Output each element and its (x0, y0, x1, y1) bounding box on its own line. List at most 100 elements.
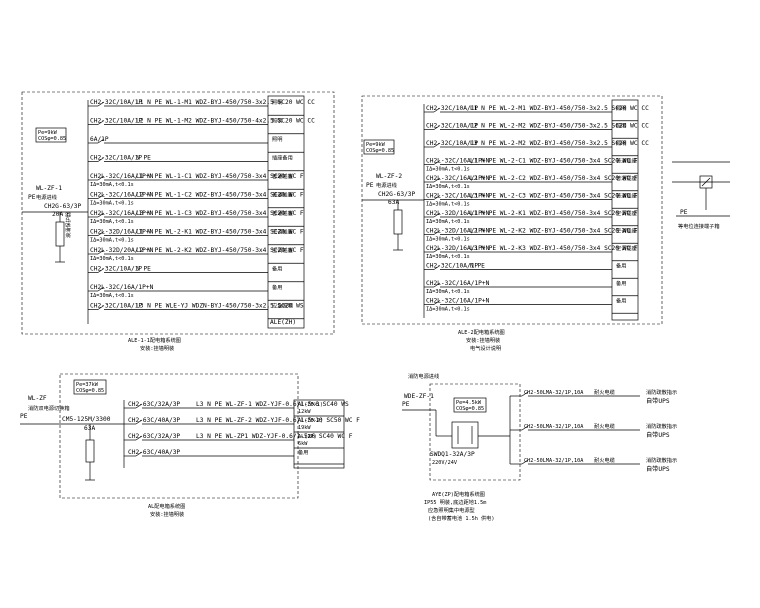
panel-1-load-box (35, 127, 67, 143)
panel-1-use-4: 普通插座 (272, 172, 293, 180)
panel-2-breaker-2: CH2-32C/10A/1P (426, 140, 478, 147)
panel-4: WDE-ZF-1 PE 消防电源进线 Pe=4.5kW COSφ=0.85 SW… (402, 372, 521, 522)
panel-3-kw-0: 12kW (298, 409, 311, 415)
panel-3-use-3: 备用 (298, 448, 308, 456)
panel-2-breaker-8: CH2L-32D/16A/1P+N (426, 245, 490, 252)
panel-2-use-9: 备用 (616, 262, 626, 270)
panel-2: WL-ZF-2 PE 电源进线 CH2G-63/3P 63A Pe=9kW CO… (361, 95, 663, 352)
panel-1-tag: ALE(ZH) (270, 319, 296, 326)
panel-1-feeder-note: 电源进线 (36, 193, 57, 201)
panel-3-load-box (73, 379, 107, 395)
panel-2-use-0: 照明 (616, 105, 626, 112)
panel-4-main-breaker: SWDQ1-32A/3P (430, 451, 475, 458)
panel-3-feeder-note: 消防双电源切换箱 (28, 404, 70, 412)
panel-4-switch-box (451, 421, 479, 449)
panel-2-use-10: 备用 (616, 279, 626, 287)
panel-1-breaker-3: CH2-32C/10A/1P (90, 155, 142, 162)
panel-3: WL-ZF PE 消防双电源切换箱 CM5-125M/3300 63A Pe=3… (20, 373, 345, 518)
panel-2-breaker-6: CH2L-32D/16A/1P+N (426, 210, 490, 217)
panel-3-breaker-3: CH2-63C/40A/3P (128, 449, 180, 456)
panel-4-caption-4: (含自带蓄电池 1.5h 供电) (428, 514, 495, 522)
panel-1-caption: ALE-1-1配电箱系统图 (128, 336, 181, 344)
panel-2-circuit-0: L1 N PE WL-2-M1 WDZ-BYJ-450/750-3x2.5 SC… (470, 105, 649, 112)
panel-2-rcd-10: IΔ=30mA,t<0.1s (426, 289, 470, 295)
panel-2-use-3: 普通插座 (616, 157, 637, 165)
panel-3-breaker-2: CH2-63C/32A/3P (128, 433, 180, 440)
panel-1-breaker-2: 6A/1P (90, 136, 109, 143)
panel-1-breaker-5: CH2L-32C/16A/1P+N (90, 192, 154, 199)
panel-2-main-rating: 63A (388, 199, 399, 206)
panel-2-use-7: 空调插座 (616, 227, 637, 235)
panel-1-main-breaker: CH2G-63/3P (44, 203, 82, 210)
panel-4-cable-0: 耐火电缆 (594, 388, 615, 396)
panel-2-breaker-3: CH2L-32C/16A/1P+N (426, 158, 490, 165)
panel-1-rcd-7: IΔ=30mA,t<0.1s (90, 238, 134, 244)
panel-1-rcd-8: IΔ=30mA,t<0.1s (90, 256, 134, 262)
panel-1-circuit-5: L2 N PE WL-1-C2 WDZ-BYJ-450/750-3x4 SC20… (136, 192, 304, 199)
panel-4-tag-0: 自带UPS (646, 397, 670, 405)
panel-2-breaker-4: CH2L-32C/16A/1P+N (426, 175, 490, 182)
panel-2-use-5: 普通插座 (616, 192, 637, 200)
panel-1-circuit-0: L1 N PE WL-1-M1 WDZ-BYJ-450/750-3x2.5 SC… (136, 99, 315, 106)
panel-1-use-10: 备用 (272, 283, 282, 291)
panel-4-boundary (429, 383, 521, 481)
panel-3-use-column (293, 399, 345, 469)
panel-1-load: Pe=9kW (38, 130, 58, 136)
panel-1-circuit-11: L3 N PE WLE-YJ WDZN-BYJ-450/750-3x2.5 SC… (136, 303, 304, 310)
panel-2-circuit-8: L3 N PE WL-2-K3 WDZ-BYJ-450/750-3x4 SC20… (470, 245, 638, 252)
panel-4-feeder-sub: PE (402, 401, 410, 408)
panel-2-cos: COSφ=0.85 (366, 148, 394, 154)
panel-2-breaker-9: CH2-32C/10A/1P (426, 263, 478, 270)
panel-4-load: Pe=4.5kW (456, 400, 482, 406)
panel-1-use-2: 照明 (272, 136, 282, 143)
panel-1-feeder-sub: PE (28, 194, 36, 201)
panel-1-breaker-6: CH2L-32C/16A/1P+N (90, 210, 154, 217)
panel-2-rcd-7: IΔ=30mA,t<0.1s (426, 237, 470, 243)
panel-1-use-3: 插座备用 (272, 154, 293, 162)
panel-2-breaker-5: CH2L-32C/16A/1P+N (426, 193, 490, 200)
panel-3-caption: AL配电箱系统图 (148, 502, 185, 510)
panel-3-feeder: WL-ZF (28, 395, 47, 402)
panel-3-circuit-1: L3 N PE WL-ZF-2 WDZ-YJF-0.6/1-5x10 SC50 … (196, 417, 360, 424)
panel-1-use-5: 普通插座 (272, 191, 293, 199)
panel-2-rcd-5: IΔ=30mA,t<0.1s (426, 202, 470, 208)
panel-2-circuit-1: L2 N PE WL-2-M2 WDZ-BYJ-450/750-3x2.5 SC… (470, 123, 649, 130)
panel-1-use-9: 备用 (272, 265, 282, 273)
panel-4-caption: AYE(ZP)配电箱系统图 (432, 490, 485, 498)
panel-2-circuit-9: N PE (470, 263, 485, 270)
panel-4-use-0: 消防疏散指示 (646, 388, 677, 396)
panel-1-boundary (21, 91, 335, 335)
panel-1-feeder: WL-ZF-1 (36, 185, 62, 192)
panel-1-breaker-11: CH2-32C/10A/1P (90, 303, 142, 310)
equipotential-note: 等电位连接端子箱 (678, 222, 720, 230)
panel-2-spd-symbol (393, 209, 403, 235)
panel-3-caption-2: 安装:挂墙明装 (150, 510, 184, 518)
panel-2-circuit-5: L3 N PE WL-2-C3 WDZ-BYJ-450/750-3x4 SC20… (470, 193, 638, 200)
panel-3-kw-2: 6kW (298, 441, 308, 447)
panel-2-use-column (611, 99, 639, 321)
panel-1-use-column (267, 95, 305, 329)
panel-2-breaker-11: CH2L-32C/16A/1P+N (426, 298, 490, 305)
panel-2-caption-2: 安装:挂墙明装 (466, 336, 500, 344)
panel-2-feeder-sub: PE (366, 182, 374, 189)
panel-2-circuit-3: L1 N PE WL-2-C1 WDZ-BYJ-450/750-3x4 SC20… (470, 158, 638, 165)
panel-1-circuit-7: L1 N PE WL-2-K1 WDZ-BYJ-450/750-3x4 SC20… (136, 229, 304, 236)
panel-4-feeder-note: 消防电源进线 (408, 372, 439, 380)
panel-3-main-breaker: CM5-125M/3300 (62, 416, 111, 423)
panel-1-breaker-4: CH2L-32C/16A/1P+N (90, 173, 154, 180)
panel-1-use-1: 照明 (272, 118, 282, 125)
panel-4-caption-2: IP55 明装,底边距地1.5m (424, 498, 486, 506)
panel-2-circuit-2: L3 N PE WL-2-M2 WDZ-BYJ-450/750-3x2.5 SC… (470, 140, 649, 147)
panel-1-spd-symbol (55, 221, 65, 247)
panel-2-caption-3: 电气设计说明 (470, 344, 501, 352)
panel-3-use-1: AL(ZF-2) (298, 418, 323, 424)
panel-2-feeder-note: 电源进线 (376, 181, 397, 189)
panel-2-use-6: 空调插座 (616, 209, 637, 217)
panel-3-breaker-1: CH2-63C/40A/3P (128, 417, 180, 424)
panel-2-use-8: 空调插座 (616, 244, 637, 252)
panel-3-feeder-sub: PE (20, 413, 28, 420)
panel-1-main-rating: 20A (52, 211, 63, 218)
panel-2-breaker-1: CH2-32C/10A/1P (426, 123, 478, 130)
equipotential-detail: PE 等电位连接端子箱 (672, 161, 730, 230)
panel-2-breaker-10: CH2L-32C/16A/1P+N (426, 280, 490, 287)
